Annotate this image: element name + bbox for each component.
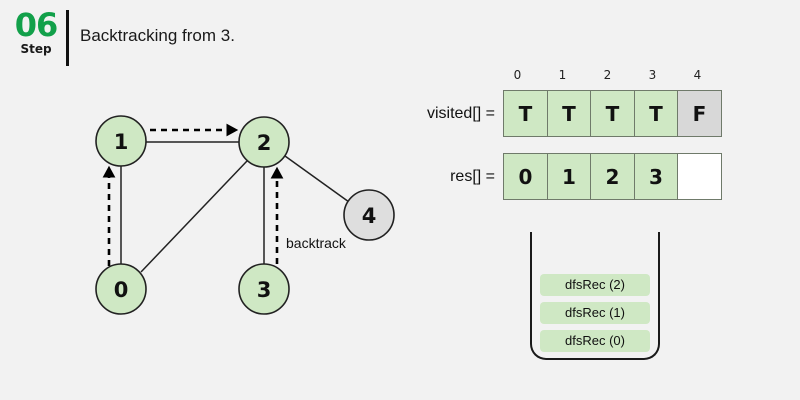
visited-array-label: visited[] = <box>426 104 495 122</box>
graph-node-1[interactable]: 1 <box>95 115 147 167</box>
header-divider <box>66 10 69 66</box>
visited-cell-0: T <box>503 90 548 137</box>
visited-cell-3: T <box>633 90 679 137</box>
graph-panel: backtrack 0 1 2 3 4 <box>60 90 400 335</box>
visited-cell-1: T <box>546 90 592 137</box>
call-stack-panel: dfsRec (2) dfsRec (1) dfsRec (0) <box>530 232 660 360</box>
step-number: 06 <box>14 6 59 44</box>
graph-node-4[interactable]: 4 <box>343 189 395 241</box>
res-cell-1: 1 <box>546 153 592 200</box>
res-array-cells: 0 1 2 3 <box>503 153 722 200</box>
visited-array-cells: T T T T F <box>503 90 722 137</box>
array-index-row: 0 1 2 3 4 <box>495 68 720 82</box>
visited-array-row: visited[] = T T T T F <box>390 90 722 137</box>
stack-frame-top: dfsRec (2) <box>540 274 650 296</box>
node-1-circle[interactable] <box>95 115 147 167</box>
node-3-label: 3 <box>257 278 272 302</box>
res-array-label: res[] = <box>450 167 495 185</box>
node-0-label: 0 <box>114 278 129 302</box>
node-4-circle[interactable] <box>343 189 395 241</box>
node-2-circle[interactable] <box>238 116 290 168</box>
node-4-label: 4 <box>362 204 377 228</box>
array-index-3: 3 <box>648 68 657 82</box>
stack-frame-middle: dfsRec (1) <box>540 302 650 324</box>
graph-svg: backtrack 0 1 2 3 4 <box>95 115 395 315</box>
node-1-label: 1 <box>114 130 129 154</box>
res-cell-4 <box>677 153 722 200</box>
call-stack-items: dfsRec (2) dfsRec (1) dfsRec (0) <box>530 274 660 352</box>
graph-node-3[interactable]: 3 <box>238 263 290 315</box>
res-cell-0: 0 <box>503 153 548 200</box>
visited-cell-2: T <box>590 90 635 137</box>
edge-0-2 <box>140 160 248 273</box>
stack-frame-bottom: dfsRec (0) <box>540 330 650 352</box>
array-index-0: 0 <box>513 68 522 82</box>
visited-cell-4: F <box>677 90 722 137</box>
array-index-1: 1 <box>558 68 567 82</box>
res-cell-3: 3 <box>633 153 679 200</box>
header: 06 Step Backtracking from 3. <box>0 0 800 72</box>
node-3-circle[interactable] <box>238 263 290 315</box>
edge-2-4 <box>284 155 350 203</box>
array-index-2: 2 <box>603 68 612 82</box>
graph-node-0[interactable]: 0 <box>95 263 147 315</box>
backtrack-label: backtrack <box>286 235 347 251</box>
step-word-label: Step <box>20 42 52 56</box>
node-0-circle[interactable] <box>95 263 147 315</box>
page-title: Backtracking from 3. <box>80 26 235 45</box>
step-badge: 06 Step <box>10 8 62 56</box>
node-2-label: 2 <box>257 131 272 155</box>
res-cell-2: 2 <box>590 153 635 200</box>
array-index-4: 4 <box>693 68 702 82</box>
res-array-row: res[] = 0 1 2 3 <box>390 153 722 200</box>
call-stack-container <box>530 232 660 360</box>
graph-node-2[interactable]: 2 <box>238 116 290 168</box>
arrays-panel: 0 1 2 3 4 visited[] = T T T T F res[] = … <box>390 60 740 210</box>
